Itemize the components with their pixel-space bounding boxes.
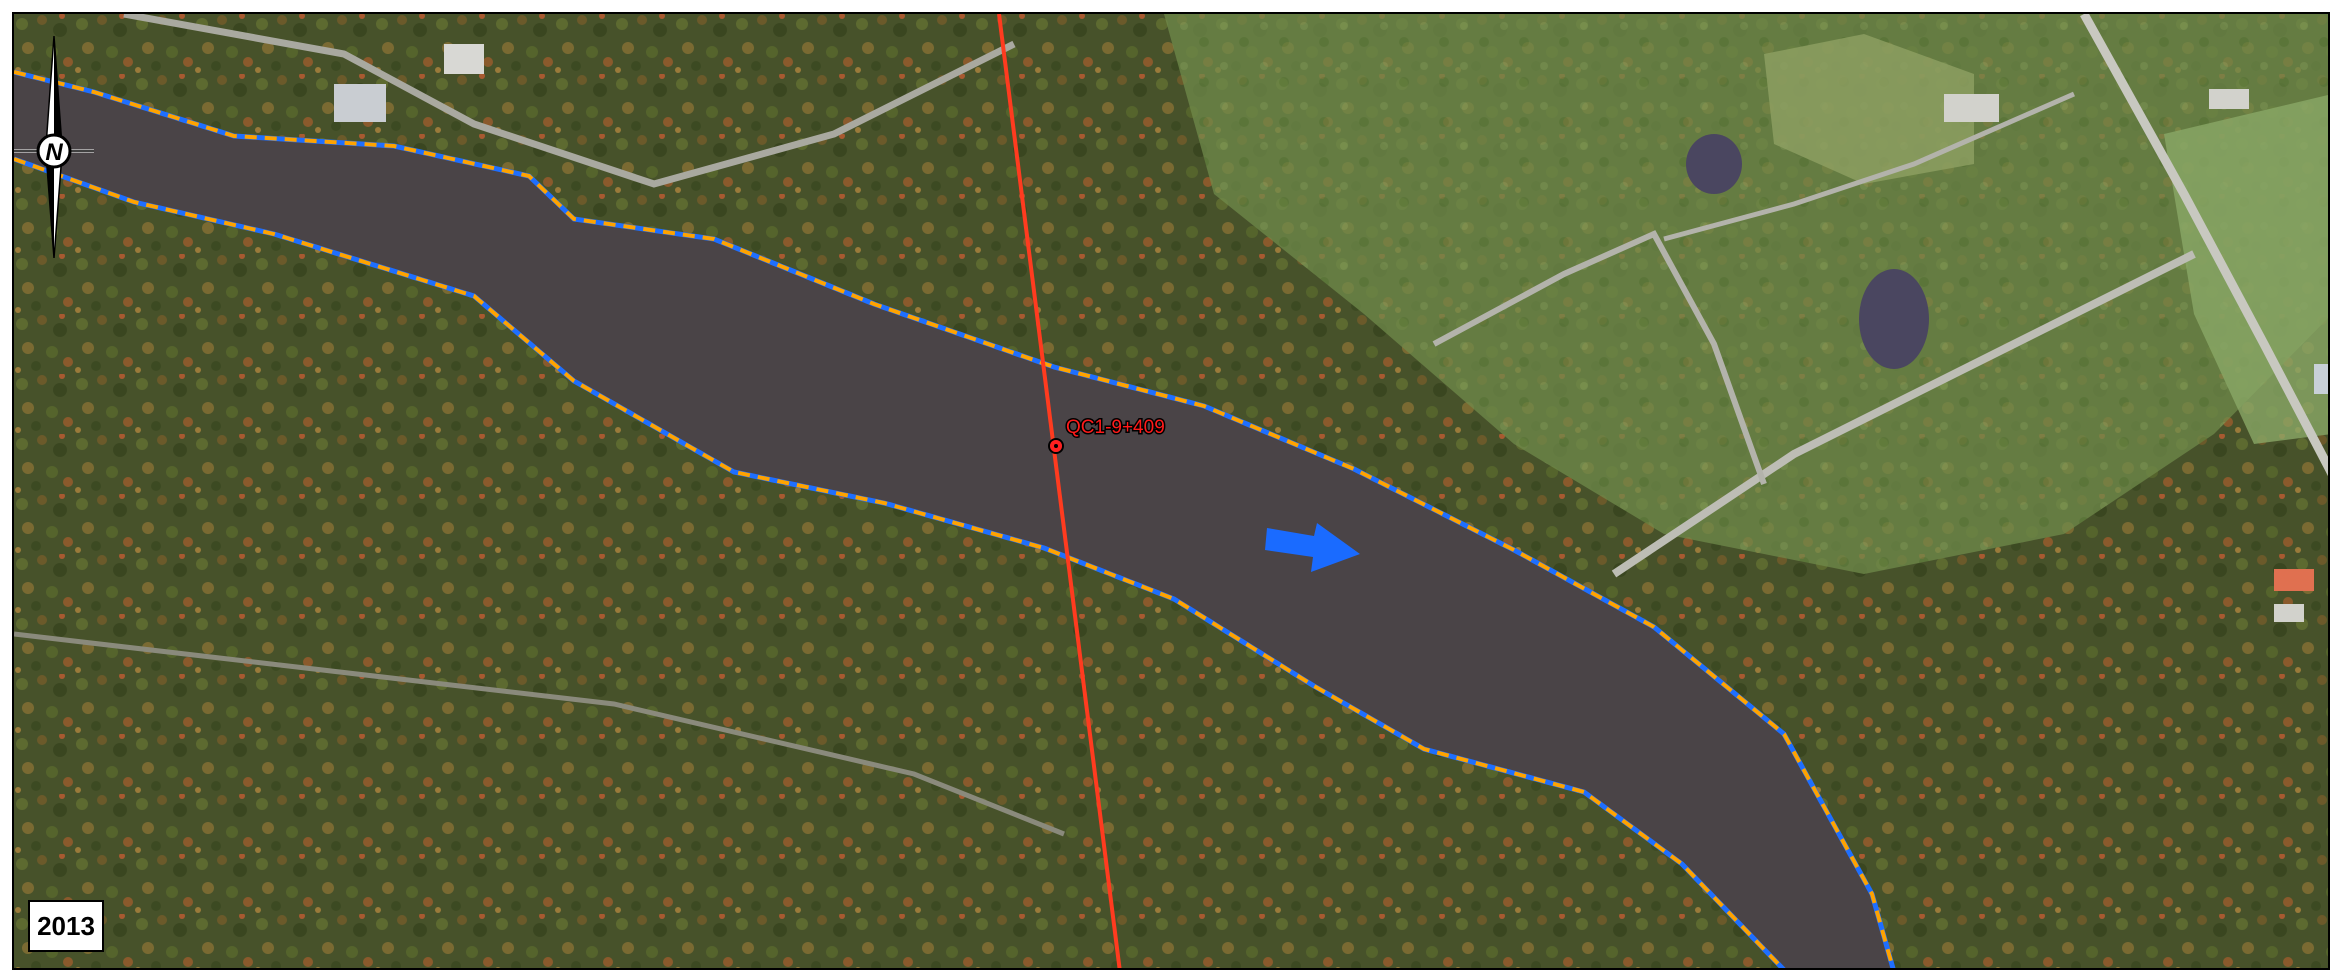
road	[2080, 14, 2328, 477]
building	[2274, 569, 2314, 591]
building	[2209, 89, 2249, 109]
aerial-map: QC1-9+409 N	[14, 14, 2328, 968]
building	[2274, 604, 2304, 622]
pipeline-route-line	[997, 14, 1122, 968]
pond	[1859, 269, 1929, 369]
road	[1432, 230, 1767, 486]
open-field-area	[2164, 94, 2328, 444]
open-field-area	[1164, 14, 2328, 574]
building	[1944, 94, 1999, 122]
station-label: QC1-9+409	[1066, 417, 1165, 438]
river-bank-line-dashed	[14, 157, 1785, 968]
station-marker-icon	[1048, 438, 1064, 454]
compass-letter: N	[45, 139, 63, 166]
trail	[14, 631, 1065, 837]
flow-direction-arrow-icon	[1265, 523, 1360, 572]
building	[2314, 364, 2328, 394]
building	[444, 44, 484, 74]
map-frame: QC1-9+409 N 2013	[12, 12, 2330, 970]
river-bank-line-dashed	[14, 70, 1895, 968]
road	[1611, 250, 2196, 578]
year-label: 2013	[28, 900, 104, 952]
building	[334, 84, 386, 122]
road	[123, 14, 1016, 188]
pond	[1686, 134, 1742, 194]
open-field-area	[1764, 34, 1974, 184]
north-arrow-icon: N	[14, 35, 94, 259]
road	[1663, 91, 2076, 242]
